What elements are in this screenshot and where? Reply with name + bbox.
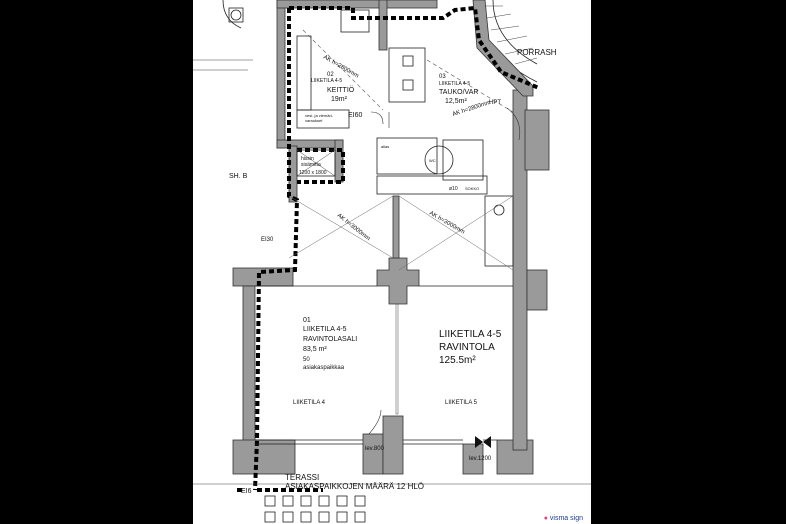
ak-3000-b: AK h=3000mm — [428, 211, 466, 236]
tauko-ceiling-line — [426, 59, 514, 113]
wall-west-upper — [276, 0, 286, 149]
keittio-label: KEITTIÖ — [327, 86, 355, 94]
wall-keittio-south — [276, 139, 344, 149]
wall-southwest-pier — [232, 439, 296, 475]
ei6-label: EI6 — [241, 488, 252, 495]
diag-2 — [288, 195, 394, 259]
wall-south-central-pier — [382, 415, 404, 475]
diag-4 — [398, 195, 514, 271]
east-wc — [484, 195, 514, 267]
keittio-no: 02 — [327, 72, 334, 78]
wall-north-notch — [378, 0, 388, 51]
fire-boundary-shaft — [297, 148, 345, 184]
ak-3000-a: AK h=3000mm — [336, 213, 371, 242]
floor-plan-drawing: LIIKETILA 4-5 02 KEITTIÖ 19m² EI60 vesi-… — [193, 0, 591, 523]
sali-area: 83,5 m² — [303, 346, 327, 353]
central-column — [376, 257, 420, 305]
sali-seats-label: asiakaspaikkaa — [303, 365, 345, 371]
hissin-label: hissin — [301, 156, 314, 162]
d10-label: ø10 — [449, 186, 458, 192]
liiketila5-label: LIIKETILA 5 — [445, 400, 478, 406]
terassi-seats: ASIAKASPAIKKOJEN MÄÄRÄ 12 HLÖ — [285, 482, 424, 491]
floor-plan-sheet: LIIKETILA 4-5 02 KEITTIÖ 19m² EI60 vesi-… — [193, 0, 591, 524]
wall-north — [276, 0, 438, 9]
wc-label: WC — [429, 158, 436, 163]
partition-column — [392, 195, 400, 259]
wall-west-main — [242, 285, 256, 447]
door-se-arrows — [475, 436, 491, 448]
lev1200-label: lev.1200 — [469, 456, 492, 462]
left-symbol-box — [228, 7, 244, 23]
vesipiste-label: vesi- ja viemäri- — [305, 113, 334, 118]
fire-boundary-west — [253, 8, 300, 491]
left-lines — [193, 59, 253, 71]
sali-no: 01 — [303, 317, 311, 324]
lev800-label: lev.800 — [365, 446, 385, 452]
kitchen-sink-b — [402, 79, 414, 91]
ei60-label: EI60 — [348, 112, 363, 119]
ravintola-area: 125.5m² — [439, 355, 476, 366]
stair-treads — [485, 5, 538, 65]
wall-east-upper — [524, 109, 550, 171]
east-wc-sink — [493, 204, 505, 216]
tauko-area: 12,5m² — [445, 98, 467, 105]
tauko-no: 03 — [439, 74, 446, 80]
ravintola-label: RAVINTOLA — [439, 342, 495, 353]
varaukset-label: varaukset — [305, 118, 323, 123]
wc-block — [376, 137, 438, 175]
partition-line — [395, 303, 399, 415]
tauko-label: TAUKO/VAR — [439, 89, 478, 96]
porras-label: PORRASH — [517, 48, 557, 57]
lift-cross — [296, 149, 336, 177]
sokko-label: SOKKO — [465, 186, 479, 191]
sali-name: LIIKETILA 4-5 — [303, 326, 347, 333]
keittio-name: LIIKETILA 4-5 — [311, 78, 342, 84]
stair-wall — [472, 0, 534, 97]
corridor-box — [376, 175, 488, 195]
keittio-area: 19m² — [331, 96, 348, 103]
left-symbol-circle — [230, 9, 242, 21]
tauko-door — [506, 107, 521, 141]
hpt-label: HPT — [489, 100, 501, 106]
kitchen-hood — [340, 9, 370, 33]
kitchen-vent-box — [296, 109, 350, 129]
sisamitta-label: sisämitta — [301, 162, 321, 168]
kitchen-counter-west — [296, 35, 312, 111]
wc-turning-circle — [424, 145, 454, 175]
ei30-label: EI30 — [261, 237, 274, 243]
door-sw — [368, 409, 382, 435]
sali-label: RAVINTOLASALI — [303, 336, 357, 343]
visma-sign-logo: ● visma sign — [543, 515, 583, 522]
tauko-name: LIIKETILA 4-5 — [439, 81, 470, 87]
visma-sign-text: visma sign — [549, 515, 583, 522]
ravintola-name: LIIKETILA 4-5 — [439, 329, 502, 340]
lift-box — [296, 149, 336, 177]
sali-seats: 50 — [303, 357, 310, 363]
shb-label: SH. B — [229, 173, 248, 180]
wall-south-door-pier — [362, 433, 384, 475]
allas-label: allas — [381, 144, 389, 149]
stair-arc-inner — [492, 0, 538, 65]
wall-east-pier — [526, 269, 548, 311]
wall-south-east-door — [462, 443, 484, 475]
liiketila4-label: LIIKETILA 4 — [293, 400, 326, 406]
kitchen-ceiling-line — [302, 29, 384, 111]
kitchen-door — [370, 111, 390, 128]
kitchen-sink-a — [402, 55, 414, 67]
terassi-label: TERASSI — [285, 473, 319, 482]
kitchen-counter-east — [388, 47, 426, 103]
wc-block-2 — [442, 139, 484, 181]
terrace-chairs — [264, 495, 366, 523]
left-arc-fragment — [222, 0, 242, 29]
hissi-size: 1200 x 1800 — [299, 170, 327, 176]
fire-boundary-north — [289, 5, 540, 90]
